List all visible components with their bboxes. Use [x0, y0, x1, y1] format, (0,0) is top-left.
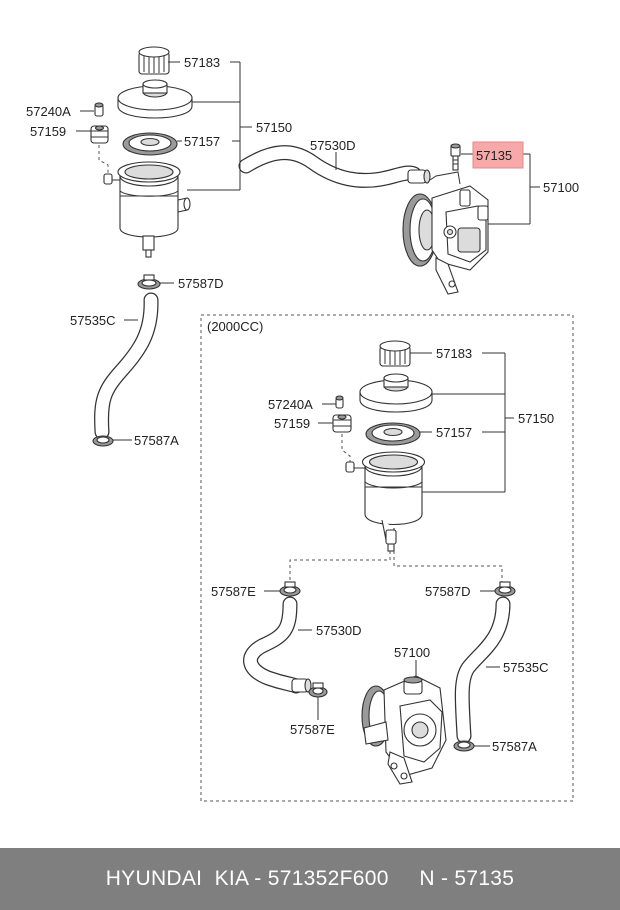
label-clamp-lower[interactable]: 57587A — [134, 433, 179, 448]
clip-part[interactable] — [94, 102, 104, 117]
reservoir-tank-part[interactable] — [103, 161, 191, 258]
inset-cap-part[interactable] — [379, 340, 411, 367]
label-bushing[interactable]: 57159 — [30, 124, 66, 139]
inset-label-bushing[interactable]: 57159 — [274, 416, 310, 431]
inset-frame — [200, 314, 574, 802]
inset-labels: 57183 57240A 57150 57159 57157 57587E 57… — [211, 346, 554, 754]
label-bolt[interactable]: 57135 — [476, 148, 512, 163]
bolt-part[interactable] — [450, 143, 461, 171]
label-clamp-upper[interactable]: 57587D — [178, 276, 224, 291]
label-reservoir-assy[interactable]: 57150 — [256, 120, 292, 135]
inset-clamp-bottom-part[interactable] — [453, 740, 475, 752]
top-reservoir-group — [90, 46, 193, 447]
bushing-part[interactable] — [90, 125, 109, 144]
inset-title: (2000CC) — [207, 319, 263, 334]
inset-label-hose-left[interactable]: 57530D — [316, 623, 362, 638]
inset-hose-left-part[interactable] — [243, 596, 312, 694]
inset-label-clamp-right[interactable]: 57587D — [425, 584, 471, 599]
inset-clamp-left-part[interactable] — [279, 581, 301, 597]
label-pump[interactable]: 57100 — [543, 180, 579, 195]
clamp-lower-part[interactable] — [92, 435, 114, 447]
label-cap[interactable]: 57183 — [184, 55, 220, 70]
label-filter[interactable]: 57157 — [184, 134, 220, 149]
footer-part-number-text: HYUNDAI KIA - 571352F600 N - 57135 — [105, 867, 515, 890]
reservoir-lid-part[interactable] — [117, 79, 193, 119]
return-hose-part[interactable] — [94, 292, 159, 440]
inset-clamp-right-part[interactable] — [494, 581, 516, 597]
highlight-box — [472, 141, 524, 169]
clamp-upper-part[interactable] — [137, 274, 161, 290]
inset-label-clip[interactable]: 57240A — [268, 397, 313, 412]
inset-clip-part[interactable] — [335, 395, 344, 409]
inset-label-reservoir-assy[interactable]: 57150 — [518, 411, 554, 426]
inset-bushing-part[interactable] — [332, 414, 352, 433]
filter-part[interactable] — [122, 132, 178, 156]
inset-lid-part[interactable] — [359, 373, 433, 413]
inset-label-pump[interactable]: 57100 — [394, 645, 430, 660]
inset-pump-part[interactable] — [361, 675, 447, 785]
footer-bar: HYUNDAI KIA - 571352F600 N - 57135 — [0, 848, 620, 910]
feed-hose-part[interactable] — [238, 145, 422, 188]
inset-hose-right-part[interactable] — [454, 596, 511, 744]
top-leader-lines — [76, 61, 540, 441]
inset-label-clamp-bottom[interactable]: 57587A — [492, 739, 537, 754]
inset-label-filter[interactable]: 57157 — [436, 425, 472, 440]
label-hose-return[interactable]: 57535C — [70, 313, 116, 328]
inset-leader-lines — [264, 352, 514, 747]
parts-diagram: 57183 57150 57240A 57159 57157 57530D 57… — [26, 46, 579, 802]
feed-hose-end-part[interactable] — [407, 169, 431, 184]
label-hose-feed[interactable]: 57530D — [310, 138, 356, 153]
inset-label-hose-right[interactable]: 57535C — [503, 660, 549, 675]
pump-top-part[interactable] — [402, 171, 489, 295]
inset-label-clamp-pump[interactable]: 57587E — [290, 722, 335, 737]
top-labels: 57183 57150 57240A 57159 57157 57530D 57… — [26, 55, 579, 448]
inset-filter-part[interactable] — [365, 422, 421, 446]
label-clip[interactable]: 57240A — [26, 104, 71, 119]
inset-clamp-pump-part[interactable] — [308, 682, 328, 698]
reservoir-cap-part[interactable] — [138, 46, 170, 75]
inset-reservoir-group — [332, 340, 433, 552]
inset-tank-part[interactable] — [345, 451, 426, 552]
inset-label-cap[interactable]: 57183 — [436, 346, 472, 361]
inset-routing-lines — [289, 551, 503, 582]
inset-label-clamp-left[interactable]: 57587E — [211, 584, 256, 599]
